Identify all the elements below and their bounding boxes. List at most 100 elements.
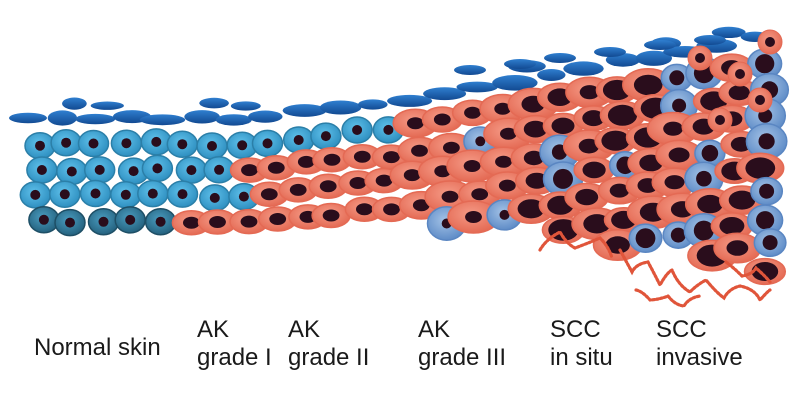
cell-nucleus: [575, 188, 599, 206]
squame-cell: [454, 65, 486, 75]
cell-nucleus: [755, 54, 775, 74]
cell-nucleus: [407, 117, 424, 130]
cell-nucleus: [605, 236, 630, 254]
cell-nucleus: [61, 137, 72, 148]
cell-nucleus: [262, 138, 273, 149]
cell-nucleus: [349, 177, 367, 189]
cell-nucleus: [94, 164, 105, 175]
cell-nucleus: [293, 135, 304, 145]
squame-cell: [47, 110, 78, 126]
cell-nucleus: [65, 217, 75, 228]
cell-nucleus: [494, 102, 512, 115]
cell-nucleus: [663, 121, 683, 136]
squame-cell: [456, 81, 498, 93]
cell-nucleus: [289, 183, 307, 196]
squame-cell: [635, 50, 673, 66]
cell-nucleus: [152, 163, 163, 174]
cell-nucleus: [609, 183, 630, 198]
cell-nucleus: [465, 211, 482, 223]
cornified-layer: [9, 26, 770, 126]
cell-nucleus: [582, 161, 606, 179]
cell-nucleus: [607, 104, 638, 126]
squame-cell: [282, 104, 327, 117]
cell-nucleus: [207, 141, 217, 151]
cell-nucleus: [715, 115, 725, 125]
squame-cell: [90, 101, 124, 110]
squame-cell: [711, 26, 746, 38]
squame-cell: [544, 53, 576, 63]
cell-nucleus: [672, 98, 687, 113]
stage-label-ak-grade-iii: AK grade III: [418, 316, 507, 371]
cell-nucleus: [755, 95, 765, 105]
cell-nucleus: [583, 214, 611, 234]
cell-nucleus: [66, 166, 77, 177]
cell-nucleus: [551, 117, 575, 134]
cell-nucleus: [155, 216, 166, 227]
squame-cell: [139, 114, 186, 126]
cell-nucleus: [498, 179, 516, 192]
cell-nucleus: [735, 69, 745, 79]
invasion-strand: [634, 288, 702, 308]
cell-nucleus: [353, 150, 371, 163]
cell-nucleus: [579, 85, 600, 100]
squame-cell: [492, 75, 538, 91]
cell-nucleus: [471, 188, 489, 201]
cell-nucleus: [412, 199, 430, 212]
squame-cell: [9, 112, 47, 124]
cell-nucleus: [758, 133, 775, 150]
cell-nucleus: [443, 141, 460, 154]
cell-nucleus: [177, 139, 188, 150]
cell-nucleus: [701, 144, 719, 162]
cell-nucleus: [241, 164, 258, 177]
cell-nucleus: [517, 199, 545, 219]
cell-nucleus: [635, 228, 656, 249]
stage-label-normal-skin: Normal skin: [34, 334, 161, 361]
cell-nucleus: [765, 37, 775, 47]
cell-nucleus: [383, 203, 400, 216]
cell-nucleus: [523, 120, 548, 138]
cell-nucleus: [177, 189, 188, 200]
squame-cell: [199, 97, 229, 109]
squame-cell: [387, 94, 433, 107]
cell-nucleus: [120, 189, 131, 200]
cell-nucleus: [322, 209, 340, 222]
cell-nucleus: [695, 53, 705, 63]
cell-nucleus: [433, 113, 451, 126]
cell-nucleus: [356, 203, 373, 216]
cell-nucleus: [125, 214, 136, 225]
cell-nucleus: [121, 138, 132, 149]
cell-nucleus: [383, 151, 400, 164]
cell-nucleus: [209, 216, 226, 228]
cell-nucleus: [209, 192, 220, 203]
squame-cell: [184, 110, 220, 124]
stage-label-ak-grade-i: AK grade I: [197, 316, 272, 371]
cell-nucleus: [38, 214, 49, 225]
invasion-strand: [618, 248, 772, 303]
stage-label-ak-grade-ii: AK grade II: [288, 316, 370, 371]
cell-nucleus: [441, 190, 459, 203]
epidermal-cell-layers: [19, 29, 790, 286]
invasion-strand: [724, 260, 772, 284]
cell-nucleus: [323, 153, 341, 166]
cell-nucleus: [475, 136, 486, 147]
cell-nucleus: [745, 157, 776, 179]
cell-nucleus: [500, 127, 517, 140]
squame-cell: [319, 100, 362, 115]
cell-nucleus: [582, 110, 605, 127]
cell-nucleus: [499, 209, 510, 220]
cell-nucleus: [726, 240, 749, 256]
cell-nucleus: [383, 124, 394, 135]
squame-cell: [423, 87, 467, 101]
cell-nucleus: [352, 125, 363, 135]
cell-nucleus: [668, 147, 690, 163]
cell-nucleus: [147, 188, 158, 199]
cell-nucleus: [669, 70, 685, 86]
cell-nucleus: [260, 188, 278, 201]
cell-nucleus: [269, 213, 287, 225]
cell-nucleus: [463, 160, 481, 172]
cell-nucleus: [759, 183, 775, 199]
cell-nucleus: [464, 106, 481, 119]
cell-nucleus: [728, 85, 750, 101]
cell-nucleus: [214, 164, 225, 175]
